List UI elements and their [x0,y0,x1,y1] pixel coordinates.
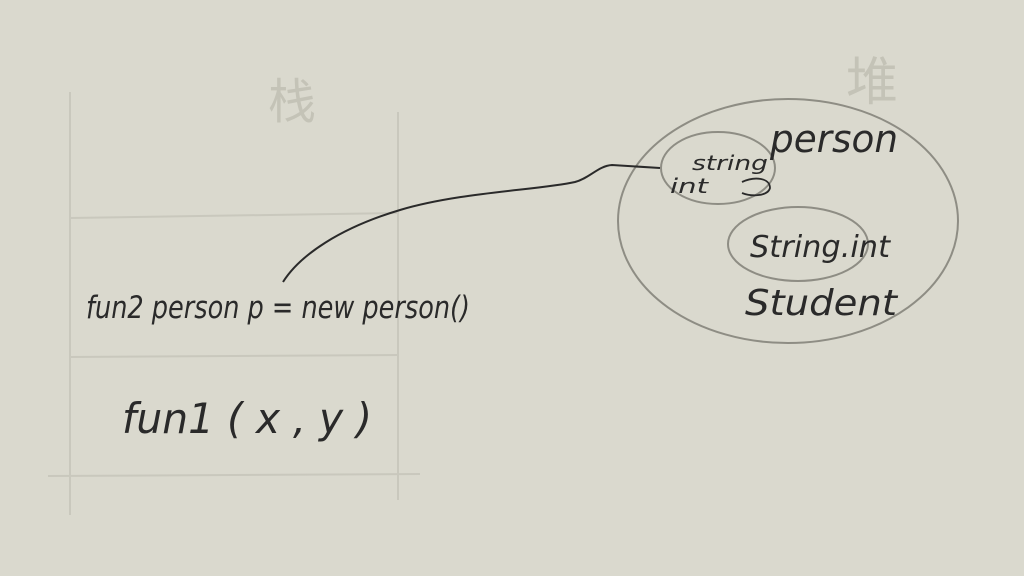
student-fields-ellipse [727,206,869,282]
heap-title: 堆 [846,53,898,113]
string-hook-scribble [741,177,771,197]
stack-frame-fun2-label: fun2 person p = new person() [86,290,470,326]
person-field-string-label: string [692,151,768,175]
stack-divider-bottom [47,473,421,477]
heap-outer-ellipse [617,98,959,344]
heap-diagram: 堆 person string int String.int Student [617,53,959,344]
stack-frame-fun1-label: fun1 ( x , y ) [122,394,372,443]
person-fields-ellipse [660,131,776,205]
reference-line [282,163,661,283]
person-class-label: person [769,117,898,161]
person-field-int-label: int [670,174,710,198]
stack-title: 栈 [268,74,316,130]
student-fields-label: String.int [750,230,891,265]
student-class-label: Student [745,283,899,324]
stack-diagram: 栈 fun2 person p = new person() fun1 ( x … [47,74,470,515]
stack-divider-top [69,212,399,219]
stack-divider-middle [69,354,399,358]
